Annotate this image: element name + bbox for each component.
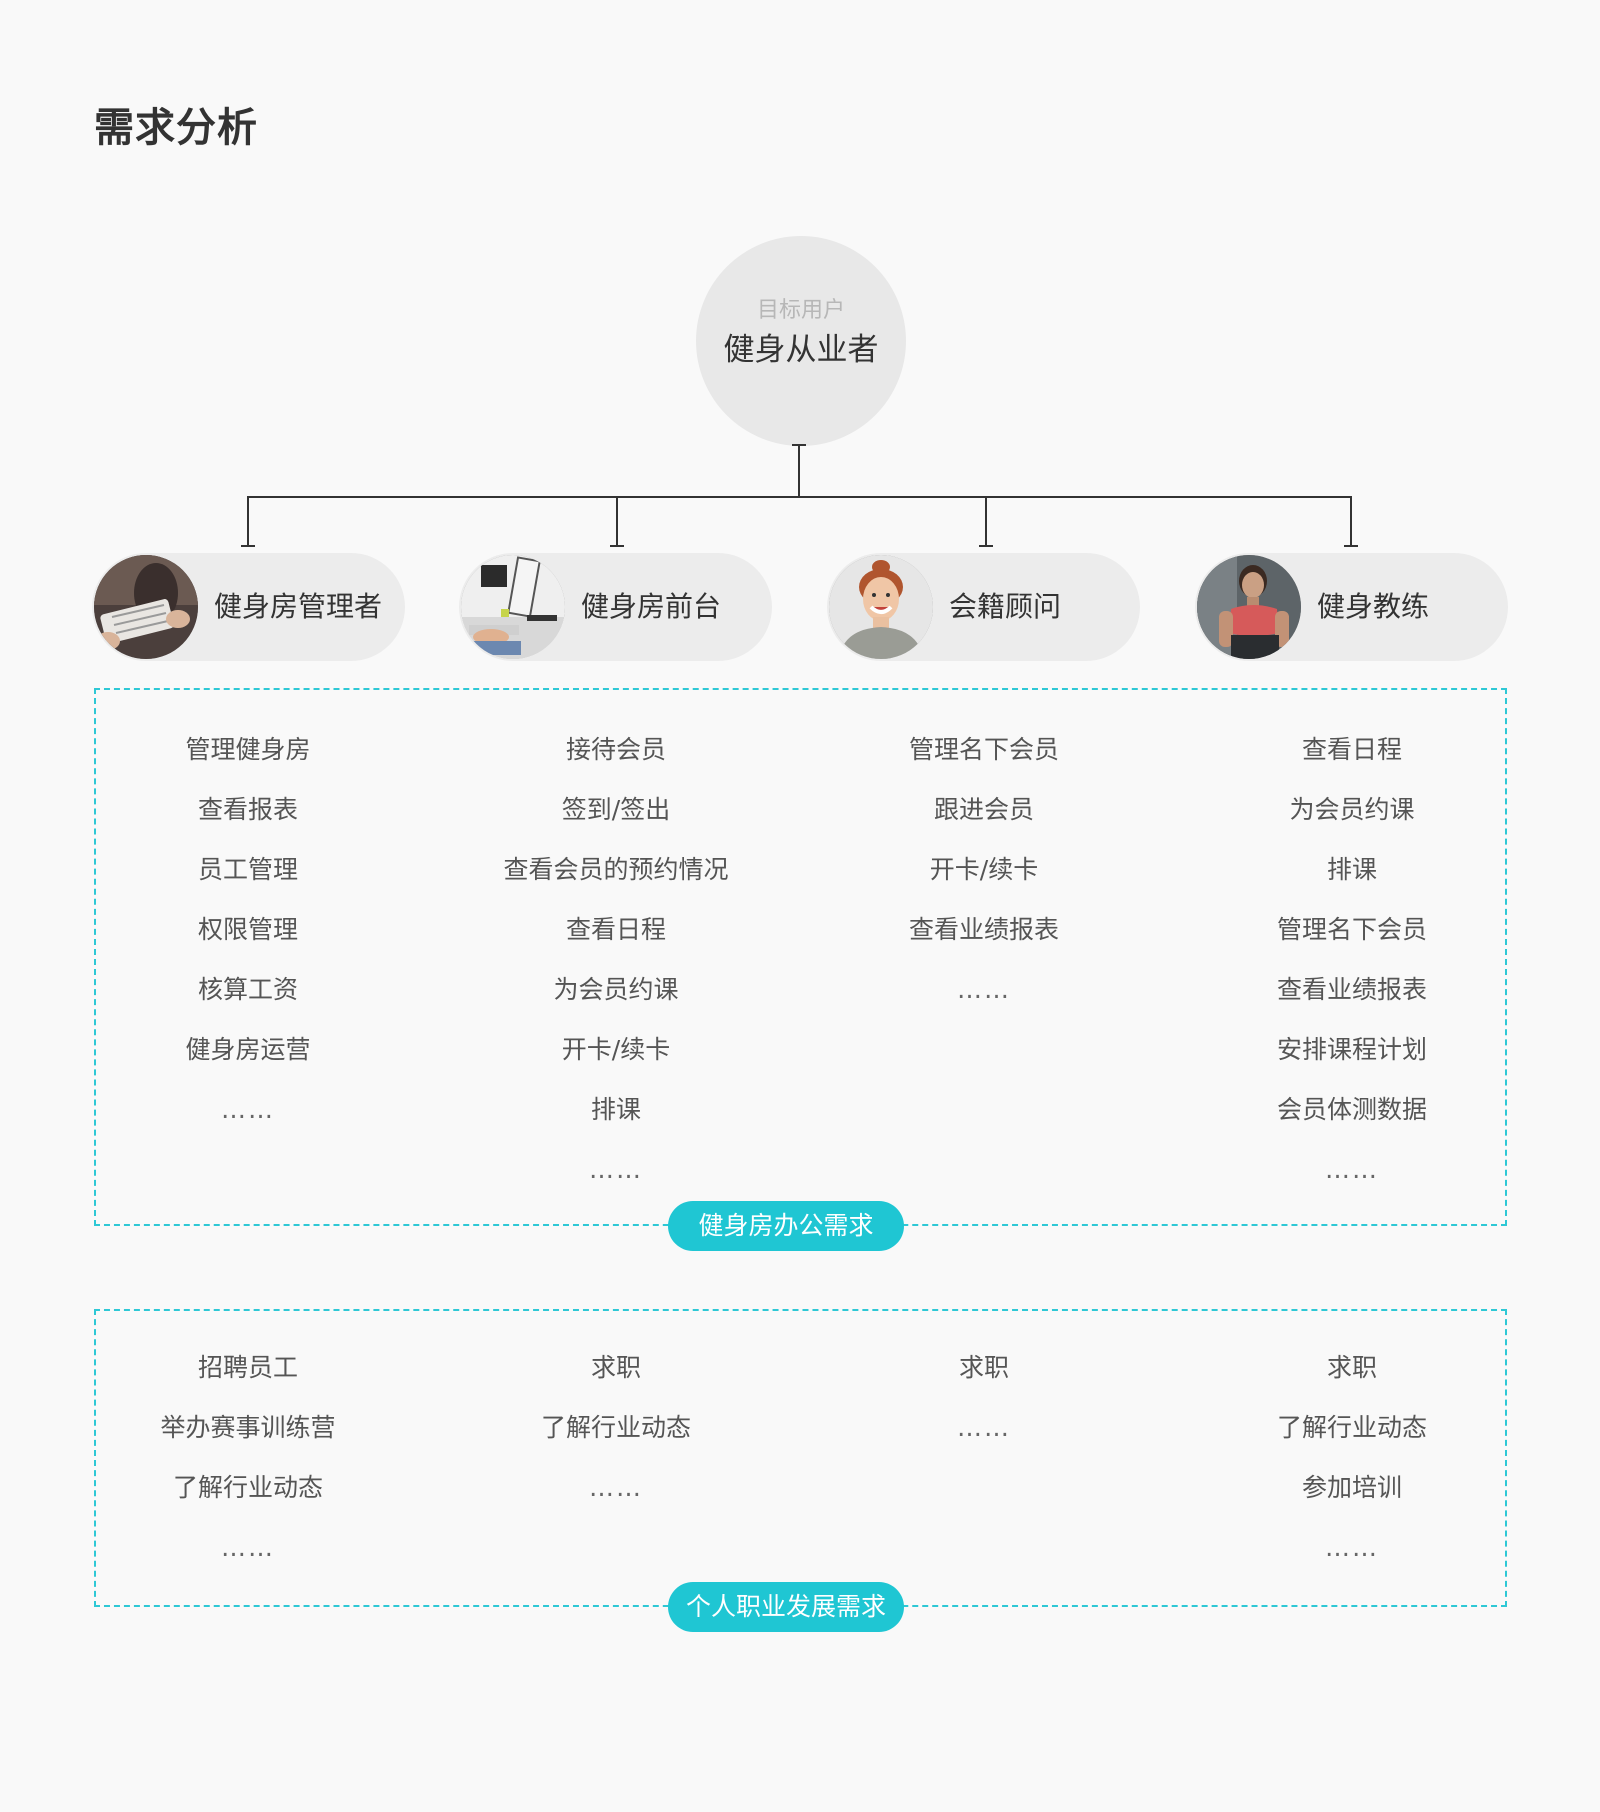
office-needs-column-coach: 查看日程 为会员约课 排课 管理名下会员 查看业绩报表 安排课程计划 会员体测数… [1172,720,1532,1200]
list-item: 管理名下会员 [908,735,1059,764]
list-item: 核算工资 [197,975,298,1004]
role-node-manager: 健身房管理者 [92,553,405,661]
list-item: 健身房运营 [185,1035,311,1064]
role-node-front-desk: 健身房前台 [459,553,772,661]
list-item: 招聘员工 [197,1353,298,1382]
list-item-more: …… [221,1095,275,1124]
target-user-subtitle: 目标用户 [756,298,845,323]
smiling-woman-photo-icon [829,555,933,659]
list-item: 为会员约课 [1289,795,1415,824]
list-item: 权限管理 [197,915,298,944]
front-desk-computer-photo-icon [461,555,565,659]
list-item: 接待会员 [565,735,666,764]
role-label-coach: 健身教练 [1317,590,1430,623]
list-item: 查看会员的预约情况 [503,855,729,884]
role-node-coach: 健身教练 [1195,553,1508,661]
list-item-more: …… [589,1155,643,1184]
list-item: 查看日程 [1301,735,1402,764]
career-needs-column-front-desk: 求职 了解行业动态 …… [436,1338,796,1518]
list-item: 举办赛事训练营 [160,1413,336,1442]
list-item: 了解行业动态 [1276,1413,1427,1442]
person-reading-report-photo-icon [94,555,198,659]
list-item: 会员体测数据 [1276,1095,1427,1124]
list-item: 排课 [1326,855,1377,884]
list-item-more: …… [589,1473,643,1502]
list-item: 为会员约课 [553,975,679,1004]
list-item: 求职 [590,1353,641,1382]
list-item: 查看业绩报表 [1276,975,1427,1004]
list-item-more: …… [957,1413,1011,1442]
office-needs-label: 健身房办公需求 [668,1201,904,1251]
target-user-node: 目标用户 健身从业者 [696,236,906,446]
list-item: 员工管理 [197,855,298,884]
list-item: 跟进会员 [933,795,1034,824]
role-label-membership-consultant: 会籍顾问 [949,590,1062,623]
list-item: 查看日程 [565,915,666,944]
list-item-more: …… [957,975,1011,1004]
list-item: 管理健身房 [185,735,311,764]
page-title: 需求分析 [94,105,258,151]
list-item: 开卡/续卡 [561,1035,671,1064]
list-item: 查看业绩报表 [908,915,1059,944]
role-label-manager: 健身房管理者 [214,590,383,623]
office-needs-column-front-desk: 接待会员 签到/签出 查看会员的预约情况 查看日程 为会员约课 开卡/续卡 排课… [436,720,796,1200]
list-item-more: …… [1325,1155,1379,1184]
list-item: 了解行业动态 [172,1473,323,1502]
list-item: 开卡/续卡 [929,855,1039,884]
career-needs-column-consultant: 求职 …… [804,1338,1164,1458]
list-item-more: …… [221,1533,275,1562]
office-needs-column-manager: 管理健身房 查看报表 员工管理 权限管理 核算工资 健身房运营 …… [68,720,428,1140]
list-item: 安排课程计划 [1276,1035,1427,1064]
career-needs-column-coach: 求职 了解行业动态 参加培训 …… [1172,1338,1532,1578]
list-item: 查看报表 [197,795,298,824]
tree-connectors [241,444,1358,547]
target-user-title: 健身从业者 [723,332,879,368]
list-item: 签到/签出 [561,795,671,824]
fitness-coach-photo-icon [1197,555,1301,659]
list-item: 求职 [958,1353,1009,1382]
list-item-more: …… [1325,1533,1379,1562]
list-item: 求职 [1326,1353,1377,1382]
list-item: 管理名下会员 [1276,915,1427,944]
role-node-membership-consultant: 会籍顾问 [827,553,1140,661]
office-needs-column-consultant: 管理名下会员 跟进会员 开卡/续卡 查看业绩报表 …… [804,720,1164,1020]
list-item: 参加培训 [1301,1473,1402,1502]
list-item: 了解行业动态 [540,1413,691,1442]
career-needs-label: 个人职业发展需求 [668,1582,904,1632]
list-item: 排课 [590,1095,641,1124]
role-label-front-desk: 健身房前台 [581,590,722,623]
career-needs-column-manager: 招聘员工 举办赛事训练营 了解行业动态 …… [68,1338,428,1578]
